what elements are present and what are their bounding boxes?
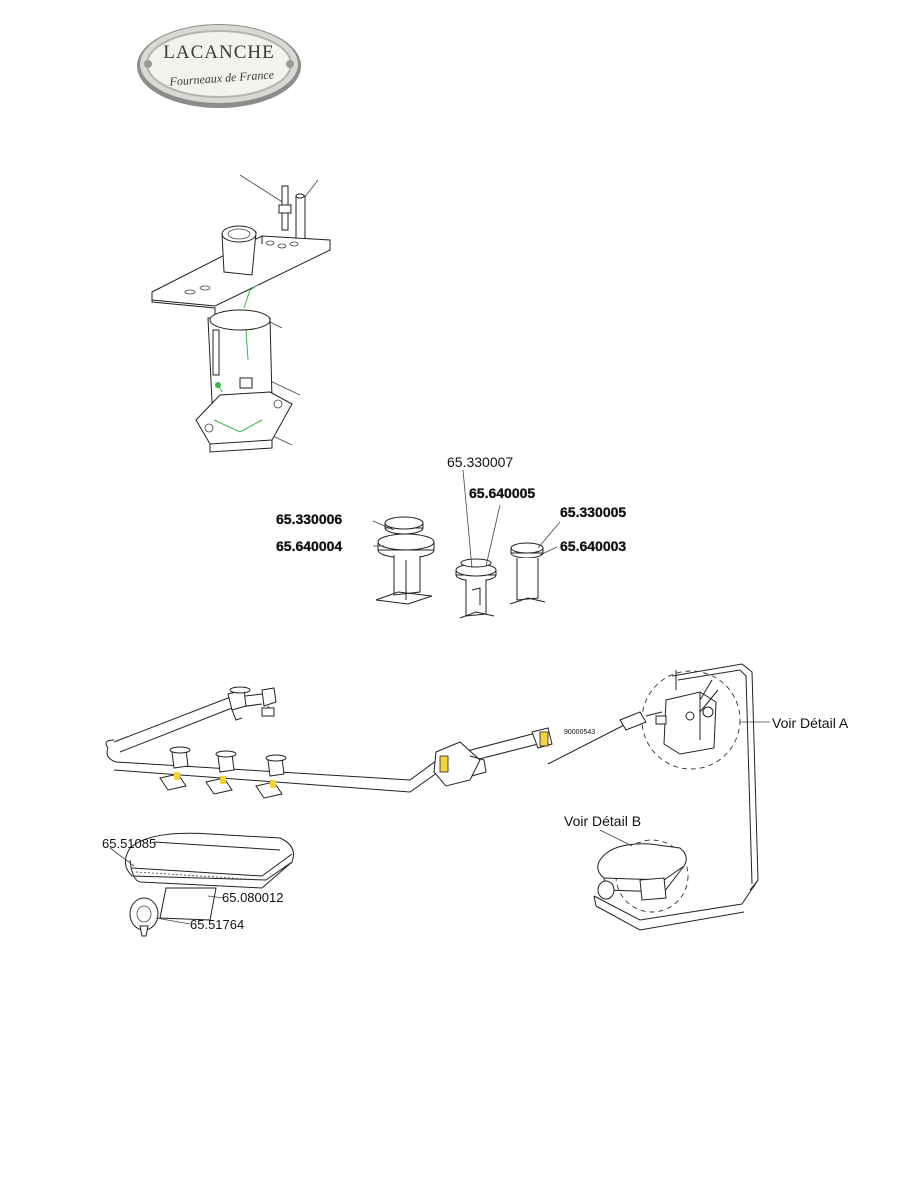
- leader-line: [207, 895, 225, 899]
- oven-frame-assembly: 90000543 Voir Détail A Voir Détail B: [547, 663, 849, 931]
- detail-b-label: Voir Détail B: [564, 813, 641, 829]
- leader-line: [462, 469, 473, 569]
- label-65-51085: 65.51085: [102, 836, 156, 851]
- thermostat-valve: [655, 679, 719, 755]
- leader-line: [539, 546, 558, 556]
- label-65-330007: 65.330007: [447, 454, 513, 470]
- logo-brand: LACANCHE: [163, 42, 274, 63]
- leader-line: [239, 174, 285, 204]
- manifold-valve: [255, 754, 287, 799]
- large-burner-cap: [375, 516, 435, 605]
- leader-line: [537, 521, 561, 549]
- probe-part-no: 90000543: [564, 729, 595, 736]
- leader-line: [599, 829, 633, 847]
- small-burner-cap: [509, 542, 546, 605]
- leader-line: [267, 379, 301, 396]
- label-65-330005: 65.330005: [560, 504, 626, 520]
- lacanche-logo: LACANCHE Fourneaux de France: [137, 24, 301, 108]
- label-65-51764: 65.51764: [190, 917, 244, 932]
- detail-a-label: Voir Détail A: [772, 715, 849, 731]
- manifold-valve: [159, 746, 191, 791]
- label-65-640004: 65.640004: [276, 538, 342, 554]
- burner-caps-group: 65.330007 65.640005 65.330006 65.330005 …: [276, 454, 627, 619]
- leader-line: [485, 504, 501, 567]
- frame-oven-burner: [597, 843, 687, 901]
- medium-burner-cap: [455, 558, 497, 619]
- leader-line: [372, 520, 395, 531]
- leader-line: [303, 179, 319, 199]
- label-65-080012: 65.080012: [222, 890, 283, 905]
- oven-burner-assembly: 65.51085 65.080012 65.51764: [102, 832, 294, 937]
- burner-body-assembly: [151, 174, 331, 453]
- manifold-valve: [261, 687, 277, 717]
- label-65-640003: 65.640003: [560, 538, 626, 554]
- label-65-330006: 65.330006: [276, 511, 342, 527]
- leader-line: [109, 847, 135, 867]
- gas-manifold: [105, 686, 553, 799]
- manifold-valve: [205, 750, 237, 795]
- gas-regulator: [433, 741, 487, 787]
- leader-line: [155, 917, 191, 925]
- thermocouple-probe: [547, 711, 663, 765]
- manifold-valve: [227, 686, 251, 721]
- label-65-640005: 65.640005: [469, 485, 535, 501]
